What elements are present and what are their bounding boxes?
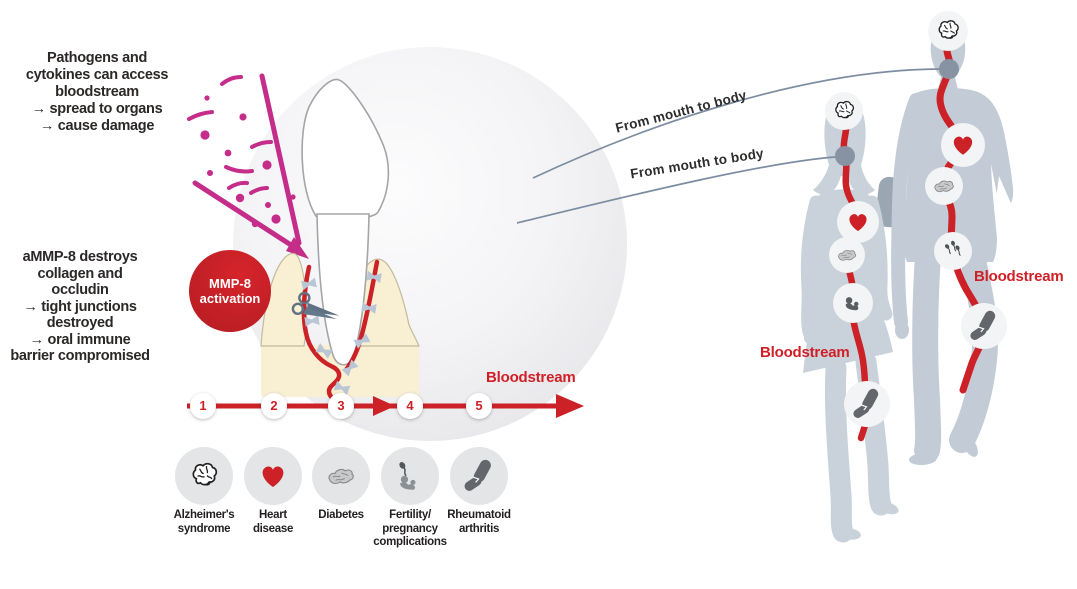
man-back-foot [962,435,978,457]
organ-item-heart-disease: Heart disease [231,447,315,536]
organ-circle [934,232,972,270]
organ-label: Rheumatoid arthritis [447,509,511,535]
brain-icon [192,462,218,486]
tooth-crown [301,78,390,222]
mmp8-badge-label: MMP-8 activation [199,275,261,307]
end-arrowhead [556,394,584,418]
timeline-step-5: 5 [466,393,492,419]
woman-left-leg [824,357,854,543]
organ-circle [833,283,873,323]
man-front-leg [912,242,942,463]
organ-item-rheumatoid: Rheumatoid arthritis [437,447,521,536]
timeline-step-3: 3 [328,393,354,419]
organ-circle [450,447,508,505]
organ-item-diabetes: Diabetes [299,447,383,523]
man-arm-gap [995,176,1013,208]
man-front-foot [909,452,937,466]
organ-circle [312,447,370,505]
left-vessel [301,264,344,409]
funnel-arrowhead [286,237,309,259]
organ-circle [381,447,439,505]
organ-item-alzheimers: Alzheimer's syndrome [162,447,246,536]
mouth-dot [939,59,959,79]
brain-icon [938,20,959,39]
woman-left-foot [839,528,861,540]
pathogen-dots [200,95,296,228]
organ-item-fertility: Fertility/ pregnancy complications [368,447,452,550]
timeline-step-1: 1 [190,393,216,419]
man-organ-markers [925,11,1007,349]
organ-circle [244,447,302,505]
funnel-lower-line [192,180,294,248]
man-left-hand [895,321,909,339]
man-bloodstream-label: Bloodstream [974,268,1064,285]
woman-bloodstream-label: Bloodstream [760,344,850,361]
woman-organ-markers [825,92,890,427]
pathogens-annotation: Pathogens and cytokines can access blood… [25,50,169,134]
organ-label: Heart disease [252,509,294,535]
timeline-arrow [187,394,584,418]
man-back-leg [949,242,999,453]
upper-connector-line [532,68,940,179]
woman-right-foot [877,501,899,515]
brain-icon [835,100,855,119]
tooth-illustration [301,78,390,366]
timeline-step-2: 2 [261,393,287,419]
organ-circle [175,447,233,505]
organ-label: Diabetes [318,509,364,521]
mmp8-activation-badge: MMP-8 activation [189,250,271,332]
scissors-icon [291,291,340,320]
timeline-step-4: 4 [397,393,423,419]
organ-label: Fertility/ pregnancy complications [373,509,447,548]
funnel-upper-line [259,73,302,246]
organ-label: Alzheimer's syndrome [173,509,235,535]
mouth-dot [835,146,855,166]
pathogen-funnel [187,73,309,259]
man-left-arm [891,93,923,329]
tooth-root [316,213,370,366]
ammp8-annotation: aMMP-8 destroys collagen and occludin → … [10,249,150,364]
lower-connector-line [516,156,836,224]
pathogen-dashes [187,75,273,195]
timeline-bloodstream-label: Bloodstream [486,369,576,386]
woman-left-hand [804,332,816,344]
mid-arrowhead [373,396,395,416]
woman-left-arm [800,195,823,339]
